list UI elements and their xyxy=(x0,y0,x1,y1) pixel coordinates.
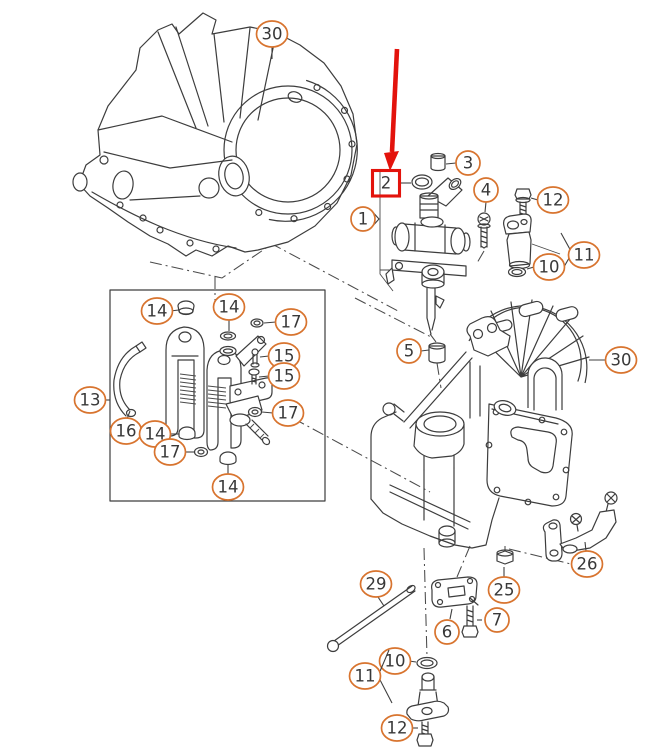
leader-line xyxy=(484,201,487,213)
highlight-layer xyxy=(384,48,400,171)
callout-5[interactable]: 5 xyxy=(396,338,422,364)
callout-17[interactable]: 17 xyxy=(274,308,308,336)
highlight-box xyxy=(370,168,402,198)
callout-11[interactable]: 11 xyxy=(348,662,382,690)
callout-number: 13 xyxy=(80,391,101,410)
callout-number: 11 xyxy=(574,246,595,265)
callout-26[interactable]: 26 xyxy=(570,550,604,578)
callout-14[interactable]: 14 xyxy=(212,293,246,321)
callout-number: 17 xyxy=(160,443,181,462)
callout-number: 14 xyxy=(219,298,240,317)
selector-mechanism-drawing xyxy=(379,152,561,364)
callout-25[interactable]: 25 xyxy=(487,576,521,604)
callout-number: 7 xyxy=(492,611,503,630)
callout-number: 2 xyxy=(381,174,392,193)
callout-number: 14 xyxy=(147,302,168,321)
callout-number: 1 xyxy=(358,210,369,229)
callout-11[interactable]: 11 xyxy=(567,241,601,269)
callout-number: 26 xyxy=(577,555,598,574)
callout-30[interactable]: 30 xyxy=(604,346,638,374)
callout-number: 5 xyxy=(404,342,415,361)
callout-number: 30 xyxy=(611,351,632,370)
callout-number: 15 xyxy=(274,367,295,386)
callout-12[interactable]: 12 xyxy=(536,186,570,214)
callout-number: 10 xyxy=(539,258,560,277)
callout-number: 6 xyxy=(442,623,453,642)
leader-line xyxy=(449,608,453,620)
shift-linkage-box-drawing xyxy=(109,289,326,502)
callout-7[interactable]: 7 xyxy=(484,607,510,633)
leader-line xyxy=(377,596,385,607)
selector-rod-and-detent-drawing xyxy=(326,576,479,747)
mounting-bracket-drawing xyxy=(496,491,618,565)
callout-number: 17 xyxy=(278,404,299,423)
callout-17[interactable]: 17 xyxy=(153,438,187,466)
callout-15[interactable]: 15 xyxy=(267,362,301,390)
callout-number: 3 xyxy=(463,154,474,173)
callout-12[interactable]: 12 xyxy=(380,714,414,742)
callout-number: 17 xyxy=(281,313,302,332)
callout-30[interactable]: 30 xyxy=(255,20,289,48)
callout-4[interactable]: 4 xyxy=(473,177,499,203)
clutch-housing-drawing xyxy=(72,12,358,257)
callout-number: 15 xyxy=(274,347,295,366)
leader-line xyxy=(584,541,587,552)
callout-number: 11 xyxy=(355,667,376,686)
highlight-arrow xyxy=(384,48,400,171)
callout-14[interactable]: 14 xyxy=(140,297,174,325)
callout-number: 12 xyxy=(543,191,564,210)
callout-16[interactable]: 16 xyxy=(109,417,143,445)
leader-line xyxy=(258,375,270,378)
callout-10[interactable]: 10 xyxy=(532,253,566,281)
callout-number: 25 xyxy=(494,581,515,600)
callout-6[interactable]: 6 xyxy=(434,619,460,645)
callout-number: 16 xyxy=(116,422,137,441)
callout-number: 10 xyxy=(385,652,406,671)
callout-number: 12 xyxy=(387,719,408,738)
callout-number: 30 xyxy=(262,25,283,44)
callout-29[interactable]: 29 xyxy=(359,570,393,598)
callout-3[interactable]: 3 xyxy=(455,150,481,176)
leader-line xyxy=(261,411,274,414)
callout-1[interactable]: 1 xyxy=(350,206,376,232)
callout-13[interactable]: 13 xyxy=(73,386,107,414)
gearbox-housing-drawing xyxy=(370,299,590,549)
leader-line xyxy=(263,321,277,324)
callout-number: 14 xyxy=(218,478,239,497)
leader-line xyxy=(259,355,270,358)
callout-number: 4 xyxy=(481,181,492,200)
callout-14[interactable]: 14 xyxy=(211,473,245,501)
leader-line xyxy=(445,162,457,165)
callout-2[interactable]: 2 xyxy=(370,168,402,198)
callout-number: 29 xyxy=(366,575,387,594)
callout-number: 14 xyxy=(145,425,166,444)
callout-17[interactable]: 17 xyxy=(271,399,305,427)
leader-line xyxy=(420,349,430,352)
